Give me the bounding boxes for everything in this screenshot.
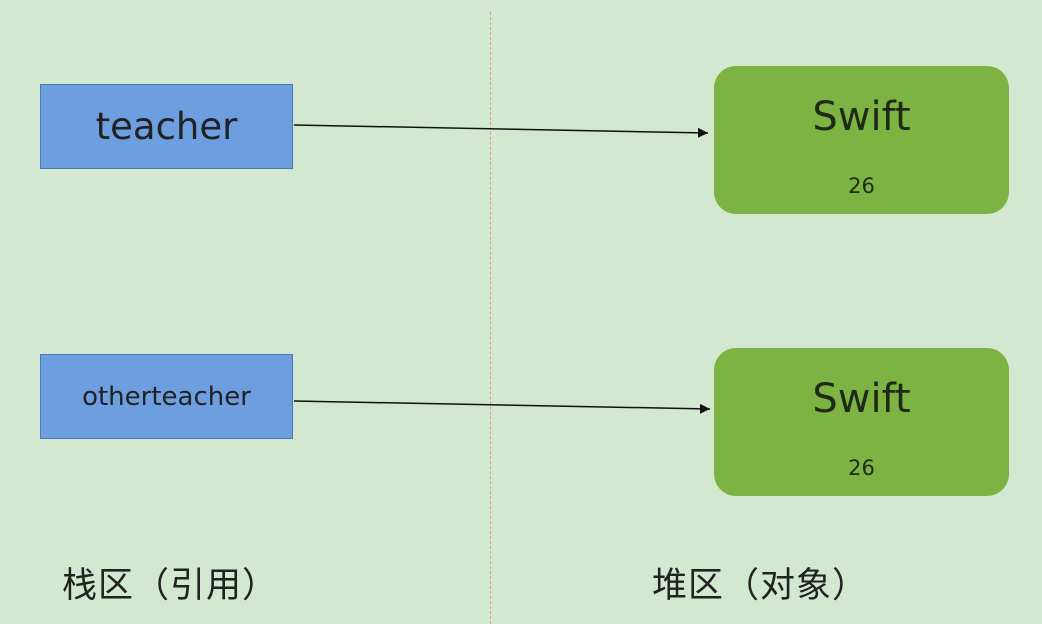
heap-area-caption: 堆区（对象） xyxy=(652,566,869,606)
ref-label: otherteacher xyxy=(82,381,251,412)
heap-object-2: Swift 26 xyxy=(714,348,1009,496)
stack-ref-teacher: teacher xyxy=(40,84,293,169)
object-name: Swift xyxy=(812,376,911,422)
stack-heap-divider xyxy=(490,12,491,624)
arrow-teacher-to-object xyxy=(293,124,709,138)
heap-object-1: Swift 26 xyxy=(714,66,1009,214)
stack-ref-otherteacher: otherteacher xyxy=(40,354,293,439)
object-value: 26 xyxy=(848,174,875,198)
ref-label: teacher xyxy=(95,105,238,148)
arrow-otherteacher-to-object xyxy=(293,400,711,414)
object-value: 26 xyxy=(848,456,875,480)
stack-area-caption: 栈区（引用） xyxy=(62,566,279,606)
object-name: Swift xyxy=(812,94,911,140)
